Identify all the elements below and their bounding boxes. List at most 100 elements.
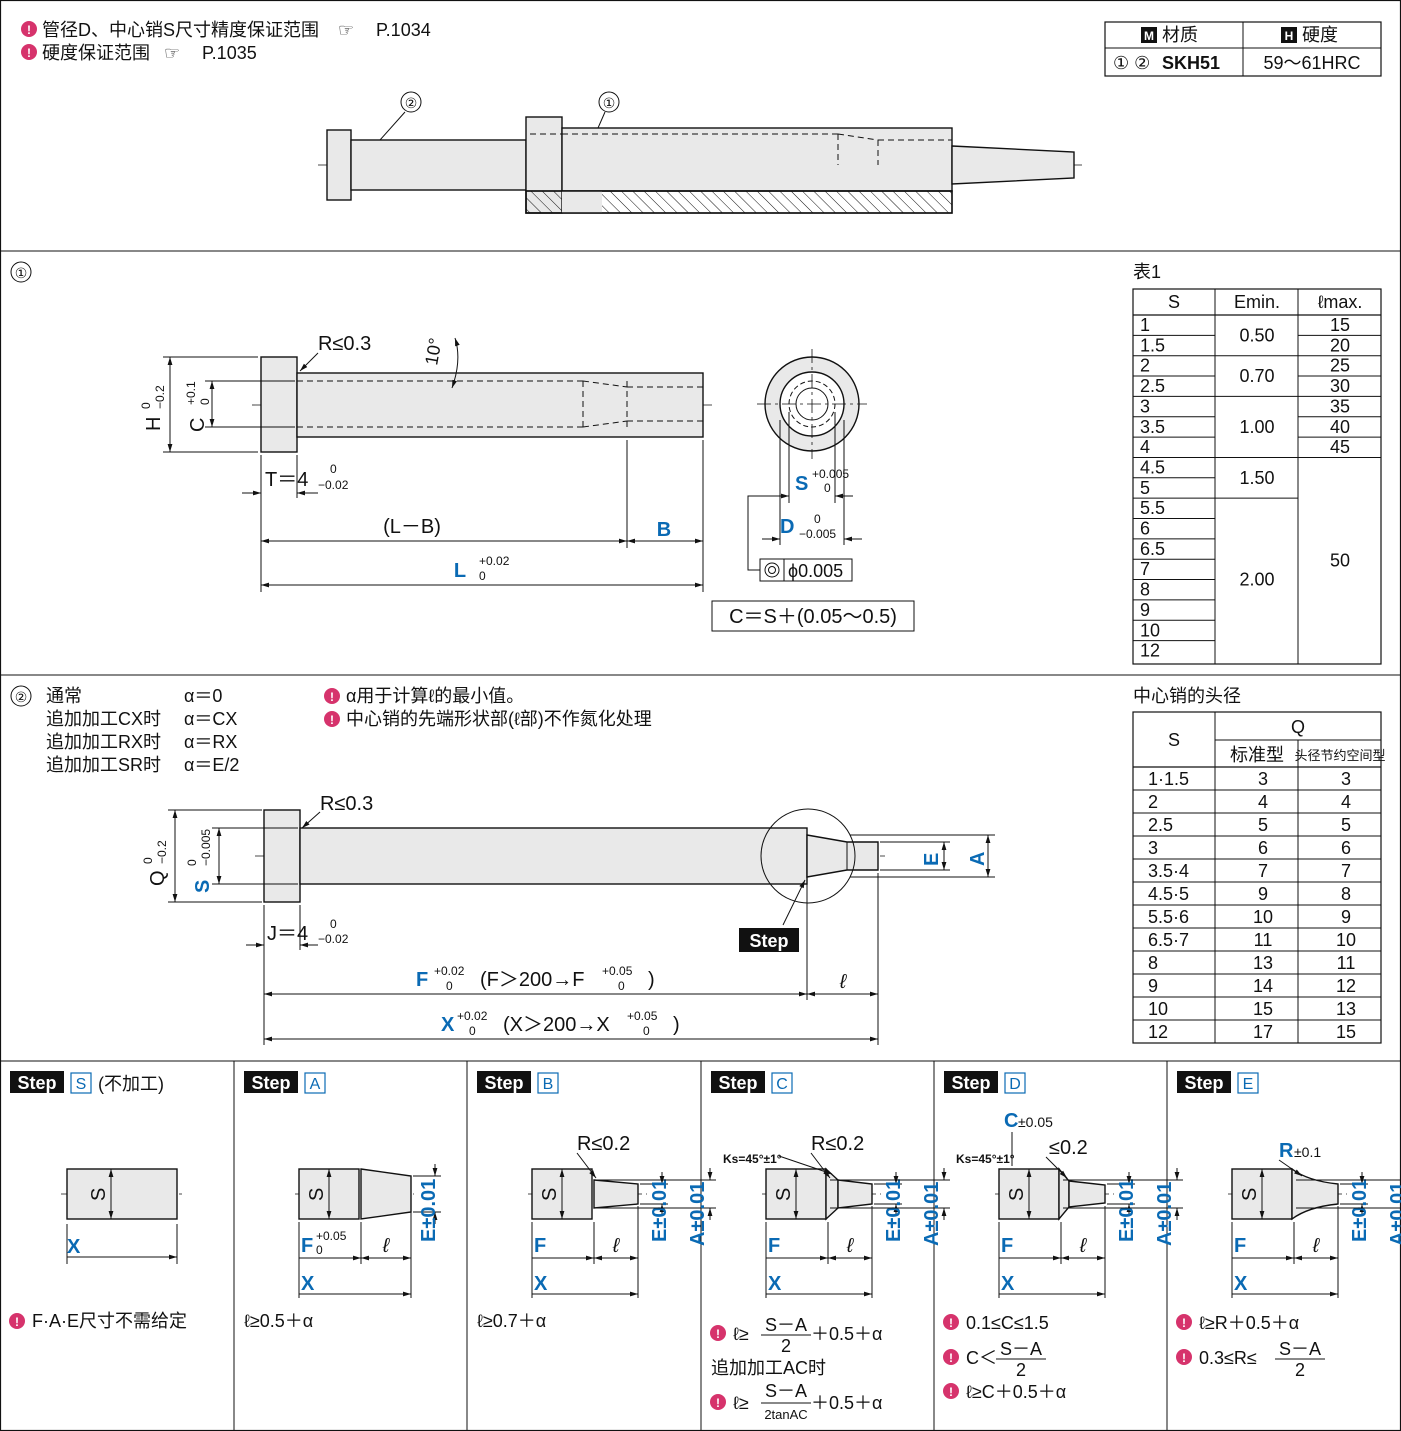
table1-lmax-cell: 40 xyxy=(1330,417,1350,437)
angle-label: 10° xyxy=(421,336,445,366)
table1-s-cell: 4 xyxy=(1140,437,1150,457)
case-sr-alpha: α＝E/2 xyxy=(184,755,239,775)
step-ks-label: Ks=45°±1° xyxy=(956,1152,1015,1166)
j-tol-lower: −0.02 xyxy=(318,932,349,946)
step-s-label: S xyxy=(773,1188,795,1201)
step-f-label: F xyxy=(1001,1235,1013,1257)
step-s-label: S xyxy=(306,1188,328,1201)
page-ref-1034[interactable]: P.1034 xyxy=(376,20,431,40)
step-r-label: R≤0.2 xyxy=(577,1133,630,1155)
step-suffix: (不加工) xyxy=(98,1074,164,1094)
svg-text:!: ! xyxy=(949,1316,953,1330)
head-save-cell: 8 xyxy=(1341,884,1351,904)
book-icon: ☞ xyxy=(338,20,354,40)
step-note: ＋0.5＋α xyxy=(811,1324,882,1344)
step-f-tol: +0.05 xyxy=(316,1229,347,1243)
step-tag xyxy=(711,1071,765,1093)
step-code-box xyxy=(70,1072,92,1094)
table1-s-cell: 2 xyxy=(1140,356,1150,376)
step-x-label: X xyxy=(1234,1273,1248,1295)
h-tol-lower: −0.2 xyxy=(153,385,167,409)
step-note: 0.3≤R≤ xyxy=(1199,1348,1257,1368)
step-l-label: ℓ xyxy=(612,1235,621,1257)
s2-tol-upper: 0 xyxy=(185,859,199,866)
section2-label: ② xyxy=(15,689,28,705)
d-tol-lower: −0.005 xyxy=(799,527,836,541)
l-tol-upper: +0.02 xyxy=(479,554,510,568)
q-tol-lower: −0.2 xyxy=(155,840,169,864)
step-a-label: A±0.01 xyxy=(1154,1182,1176,1246)
h-tol-upper: 0 xyxy=(139,402,153,409)
svg-text:!: ! xyxy=(27,23,31,37)
f-tol2-lower: 0 xyxy=(618,979,625,993)
warning-icon xyxy=(324,711,340,727)
head-header-save: 头径节约空间型 xyxy=(1294,748,1385,763)
step-tag xyxy=(1177,1071,1231,1093)
table1-s-cell: 10 xyxy=(1140,620,1160,640)
table1-s-cell: 5 xyxy=(1140,478,1150,498)
head-std-cell: 5 xyxy=(1258,815,1268,835)
section1-drawing: ① R≤0.3 10° H 0 −0.2 C +0.1 0 T＝4 0 xyxy=(10,261,915,632)
warning-icon xyxy=(1176,1349,1192,1365)
head-header-s: S xyxy=(1168,730,1180,750)
head-s-cell: 5.5·6 xyxy=(1148,907,1189,927)
page-ref-1035[interactable]: P.1035 xyxy=(202,43,257,63)
s-label: S xyxy=(795,473,808,495)
row-parts: ① ② xyxy=(1113,53,1150,73)
step-x-label: X xyxy=(534,1273,548,1295)
c-tol-upper: +0.1 xyxy=(184,381,198,405)
concentricity-icon xyxy=(764,562,780,578)
table1-s-cell: 1.5 xyxy=(1140,335,1165,355)
step-note: ℓ≥ xyxy=(733,1393,749,1413)
step-code: E xyxy=(1243,1076,1254,1093)
step-r-label: R xyxy=(1279,1140,1294,1162)
svg-text:!: ! xyxy=(949,1351,953,1365)
step-note: ＋0.5＋α xyxy=(811,1393,882,1413)
table1-lmax-cell: 20 xyxy=(1330,335,1350,355)
c-label: C xyxy=(187,418,209,432)
step-s-label: S xyxy=(1006,1188,1028,1201)
svg-text:!: ! xyxy=(949,1385,953,1399)
head-std-cell: 17 xyxy=(1253,1022,1273,1042)
head-s-cell: 2.5 xyxy=(1148,815,1173,835)
header-material: 材质 xyxy=(1162,25,1198,45)
step-a-label: A±0.01 xyxy=(1387,1182,1401,1246)
hardness-icon: H xyxy=(1285,29,1294,43)
material-icon: M xyxy=(1144,29,1154,43)
step-note: ℓ≥0.7＋α xyxy=(477,1311,546,1331)
a-label: A xyxy=(967,852,989,866)
svg-text:!: ! xyxy=(15,1315,19,1329)
fraction-numerator: S－A xyxy=(1000,1339,1042,1359)
table1-rows: 11.522.533.544.555.566.578910120.500.701… xyxy=(1133,315,1381,661)
step-code: S xyxy=(76,1076,87,1093)
step-code-box xyxy=(1004,1072,1026,1094)
table1-emin-cell: 1.50 xyxy=(1239,468,1274,488)
svg-text:!: ! xyxy=(1182,1316,1186,1330)
warning-icon xyxy=(1176,1314,1192,1330)
step-note: ℓ≥ xyxy=(733,1324,749,1344)
table1-emin-cell: 0.70 xyxy=(1239,366,1274,386)
step-l-label: ℓ xyxy=(1312,1235,1321,1257)
step-code-box xyxy=(1237,1072,1259,1094)
step-note: C＜ xyxy=(966,1348,997,1368)
material-table: M 材质 H 硬度 ① ② SKH51 59～61HRC xyxy=(1104,21,1382,77)
note-alpha: α用于计算ℓ的最小值。 xyxy=(346,686,524,706)
s2-tol-lower: −0.005 xyxy=(199,829,213,866)
head-std-cell: 4 xyxy=(1258,792,1268,812)
head-header-q: Q xyxy=(1291,717,1305,737)
fraction-numerator: S－A xyxy=(765,1315,807,1335)
step-f-label: F xyxy=(768,1235,780,1257)
warning-icon xyxy=(324,688,340,704)
step-r-label: ≤0.2 xyxy=(1049,1137,1088,1159)
header-s: S xyxy=(1168,292,1180,312)
r-label-2: R≤0.3 xyxy=(320,793,373,815)
head-s-cell: 1·1.5 xyxy=(1148,769,1189,789)
x-tol-lower: 0 xyxy=(469,1024,476,1038)
head-s-cell: 8 xyxy=(1148,953,1158,973)
head-save-cell: 10 xyxy=(1336,930,1356,950)
